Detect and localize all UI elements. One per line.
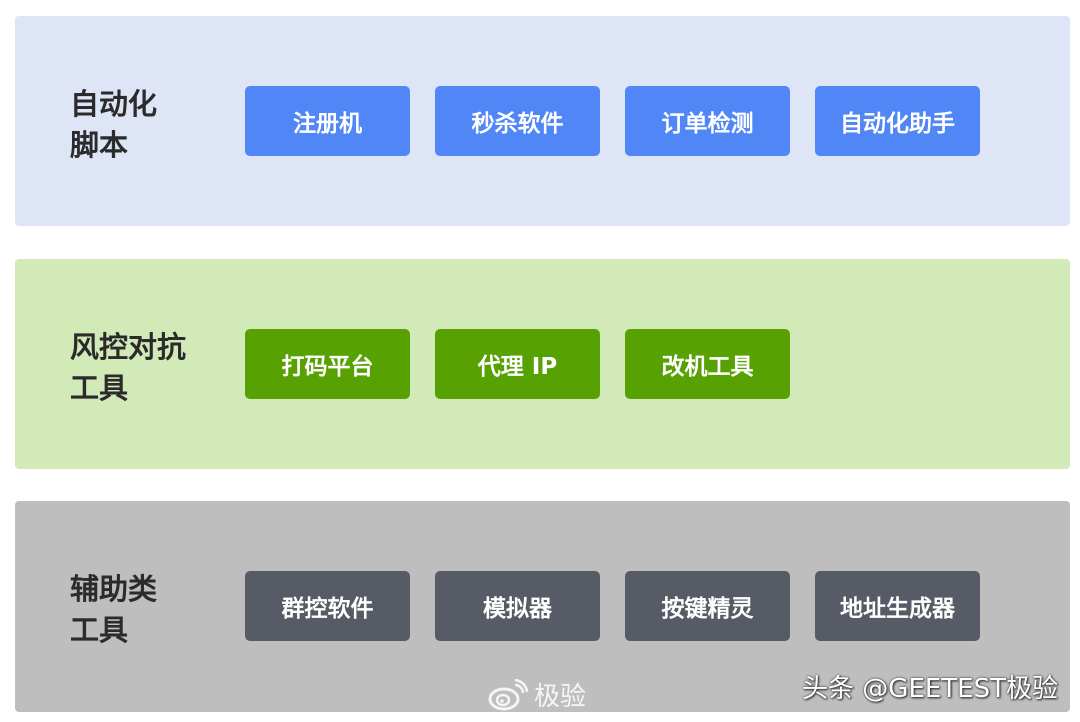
item-box: 模拟器 [435,571,600,641]
weibo-watermark: 极验 [488,676,586,713]
category-line: 风控对抗 [70,330,187,364]
item-box: 按键精灵 [625,571,790,641]
category-line: 自动化 [70,87,158,121]
item-box: 改机工具 [625,329,790,399]
item-box: 群控软件 [245,571,410,641]
category-line: 工具 [70,371,129,405]
panel-auxiliary-tools: 辅助类 工具 群控软件 模拟器 按键精灵 地址生成器 [15,501,1070,712]
panel-risk-control-tools: 风控对抗 工具 打码平台 代理 IP 改机工具 [15,259,1070,469]
panel-automation-scripts: 自动化 脚本 注册机 秒杀软件 订单检测 自动化助手 [15,16,1070,226]
item-box: 订单检测 [625,86,790,156]
category-label: 风控对抗 工具 [70,327,220,409]
category-line: 脚本 [70,128,129,162]
category-line: 辅助类 [70,572,158,606]
item-box: 打码平台 [245,329,410,399]
category-label: 自动化 脚本 [70,84,220,166]
category-line: 工具 [70,613,129,647]
toutiao-watermark: 头条 @GEETEST极验 [802,674,1058,704]
item-box: 自动化助手 [815,86,980,156]
item-box: 秒杀软件 [435,86,600,156]
item-box: 地址生成器 [815,571,980,641]
item-box: 代理 IP [435,329,600,399]
weibo-icon [488,678,529,711]
weibo-watermark-text: 极验 [534,682,587,712]
item-box: 注册机 [245,86,410,156]
category-label: 辅助类 工具 [70,569,220,651]
